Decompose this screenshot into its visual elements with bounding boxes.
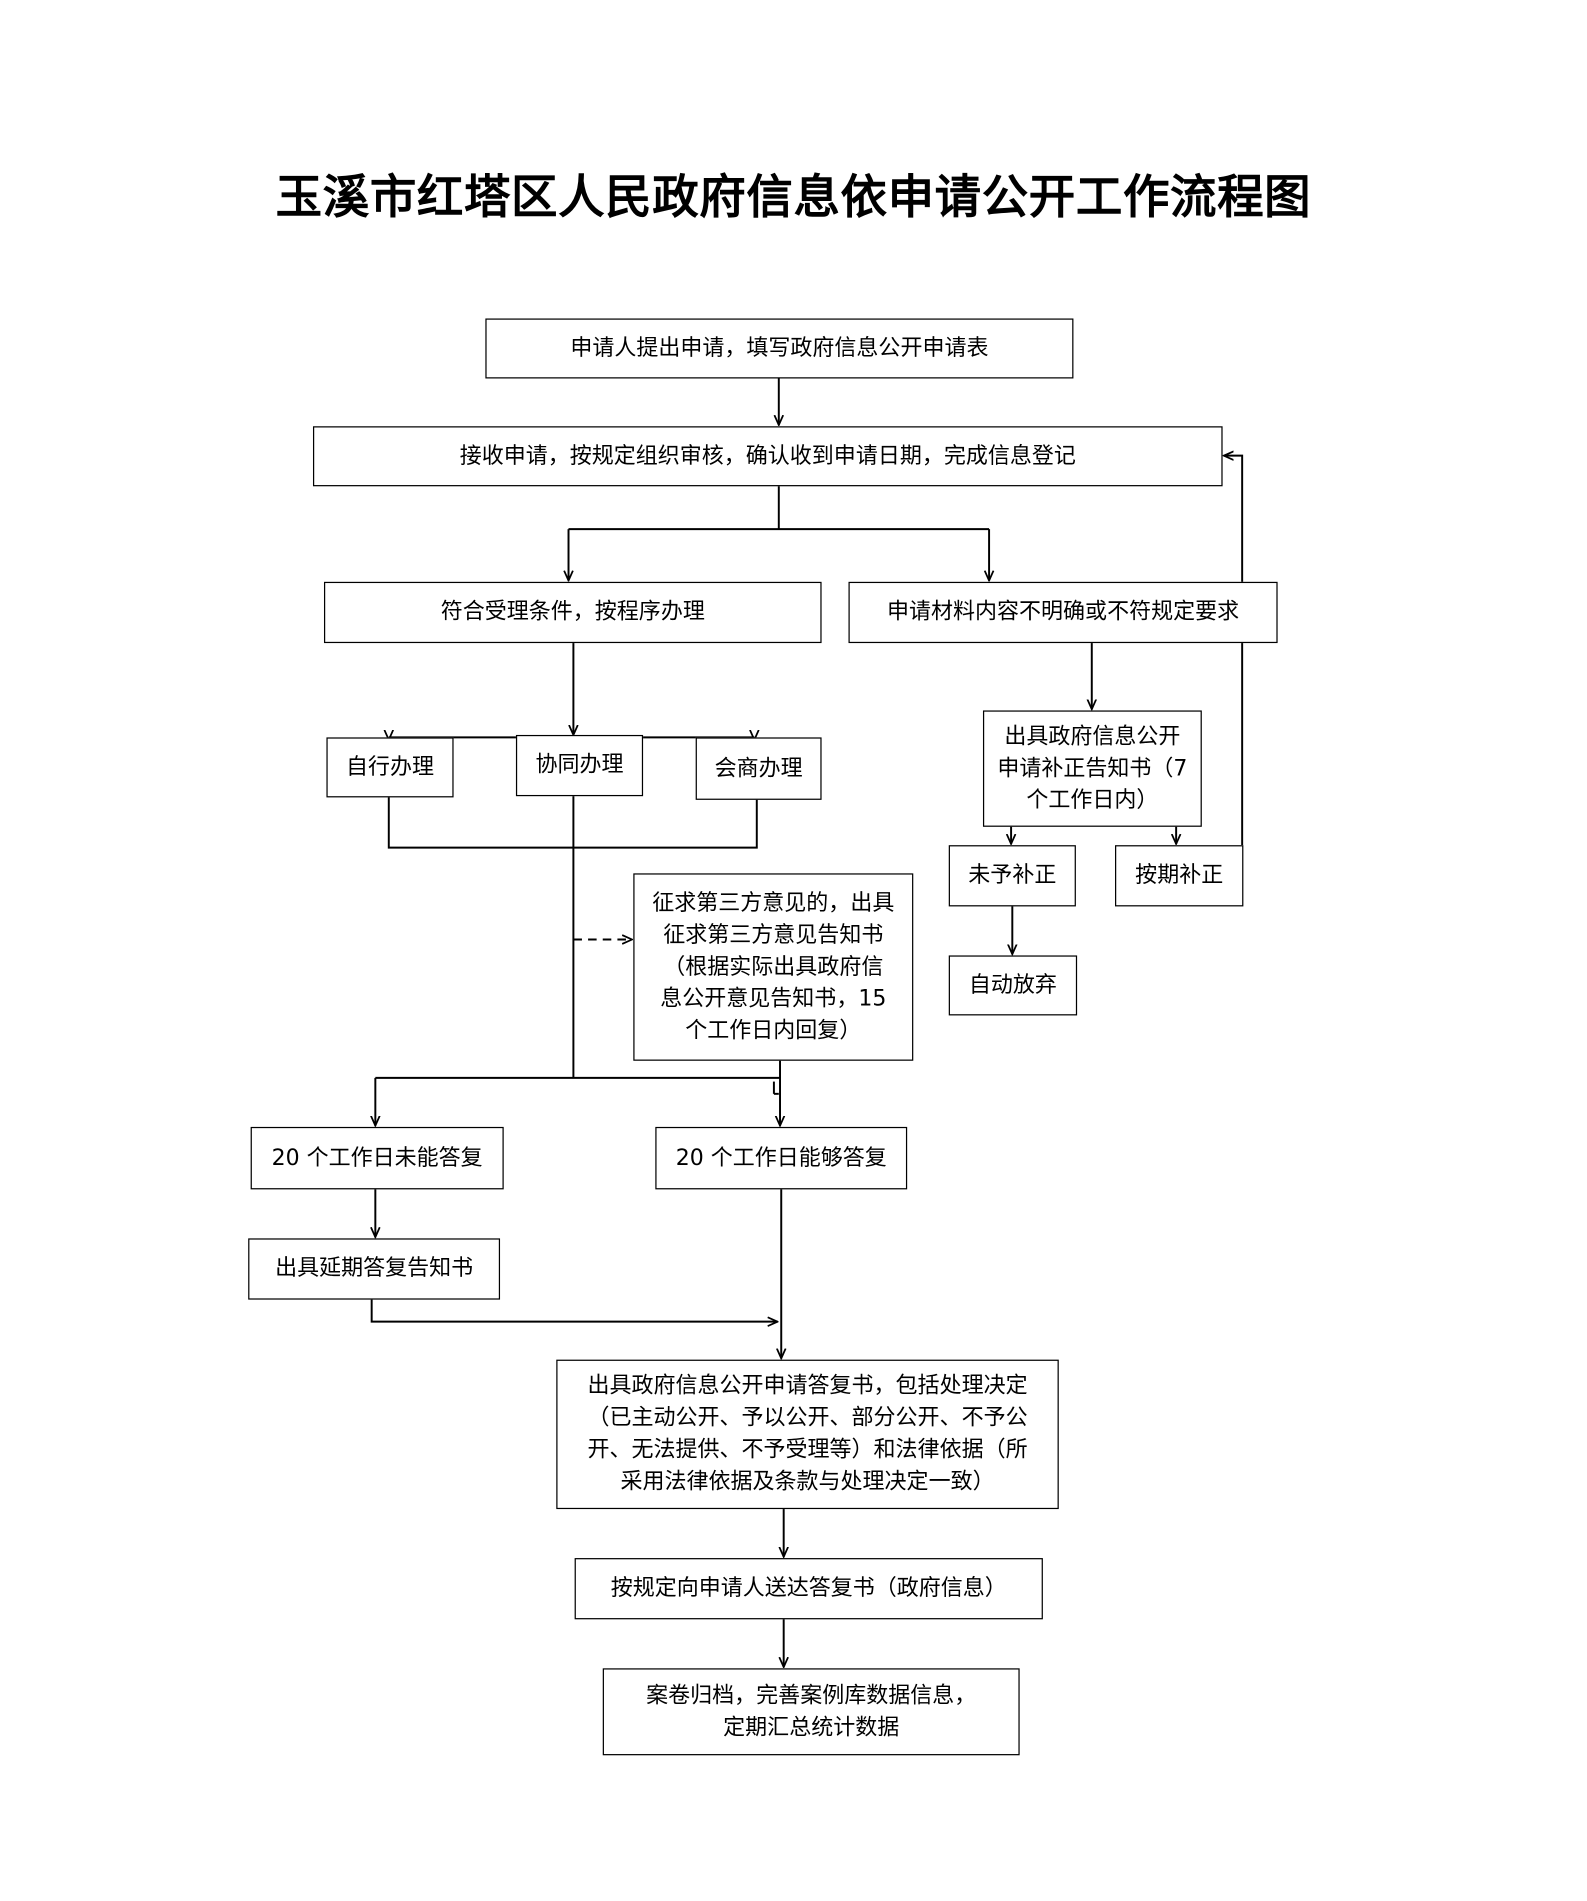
- node-receive: 接收申请，按规定组织审核，确认收到申请日期，完成信息登记: [312, 426, 1223, 487]
- node-self-handle: 自行办理: [326, 737, 454, 798]
- correction-notice-line-1: 出具政府信息公开: [1004, 723, 1181, 750]
- reply-doc-line-1: 出具政府信息公开申请答复书，包括处理决定: [587, 1373, 1028, 1399]
- page-title: 玉溪市红塔区人民政府信息依申请公开工作流程图: [275, 169, 1312, 225]
- third-party-line-5: 个工作日内回复）: [685, 1017, 862, 1044]
- arrow-extension-main: [370, 1298, 778, 1321]
- arrow-ontime-receive: [1224, 456, 1244, 846]
- node-no-correction: 未予补正: [948, 845, 1076, 907]
- correction-notice-line-2: 申请补正告知书（7: [997, 755, 1188, 781]
- node-submit: 申请人提出申请，填写政府信息公开申请表: [485, 318, 1074, 379]
- third-party-line-2: 征求第三方意见告知书: [663, 921, 884, 948]
- node-unclear: 申请材料内容不明确或不符规定要求: [848, 581, 1278, 644]
- reply-doc-line-3: 开、无法提供、不予受理等）和法律依据（所: [587, 1436, 1028, 1463]
- node-deliver: 按规定向申请人送达答复书（政府信息）: [574, 1558, 1043, 1620]
- correction-notice-line-3: 个工作日内）: [1026, 786, 1159, 813]
- node-in-20: 20 个工作日能够答复: [655, 1126, 908, 1190]
- node-not-in-20: 20 个工作日未能答复: [250, 1126, 504, 1190]
- node-ontime-correction: 按期补正: [1115, 845, 1244, 907]
- node-reply-doc: 出具政府信息公开申请答复书，包括处理决定 （已主动公开、予以公开、部分公开、不予…: [556, 1359, 1059, 1510]
- third-party-line-3: （根据实际出具政府信: [663, 953, 884, 980]
- reply-doc-line-4: 采用法律依据及条款与处理决定一致）: [620, 1468, 995, 1495]
- node-accept: 符合受理条件，按程序办理: [323, 581, 822, 644]
- archive-line-1: 案卷归档，完善案例库数据信息，: [646, 1682, 977, 1709]
- node-joint-handle: 协同办理: [515, 734, 644, 797]
- node-third-party: 征求第三方意见的，出具 征求第三方意见告知书 （根据实际出具政府信 息公开意见告…: [633, 873, 914, 1061]
- node-extension-notice: 出具延期答复告知书: [248, 1238, 501, 1300]
- reply-doc-line-2: （已主动公开、予以公开、部分公开、不予公: [587, 1404, 1028, 1431]
- node-consult-handle: 会商办理: [695, 737, 822, 800]
- third-party-line-1: 征求第三方意见的，出具: [652, 889, 895, 916]
- node-archive: 案卷归档，完善案例库数据信息， 定期汇总统计数据: [602, 1668, 1020, 1756]
- third-party-line-4: 息公开意见告知书，15: [660, 985, 887, 1012]
- archive-line-2: 定期汇总统计数据: [723, 1714, 900, 1740]
- node-correction-notice: 出具政府信息公开 申请补正告知书（7 个工作日内）: [982, 710, 1202, 827]
- node-auto-abandon: 自动放弃: [948, 955, 1078, 1016]
